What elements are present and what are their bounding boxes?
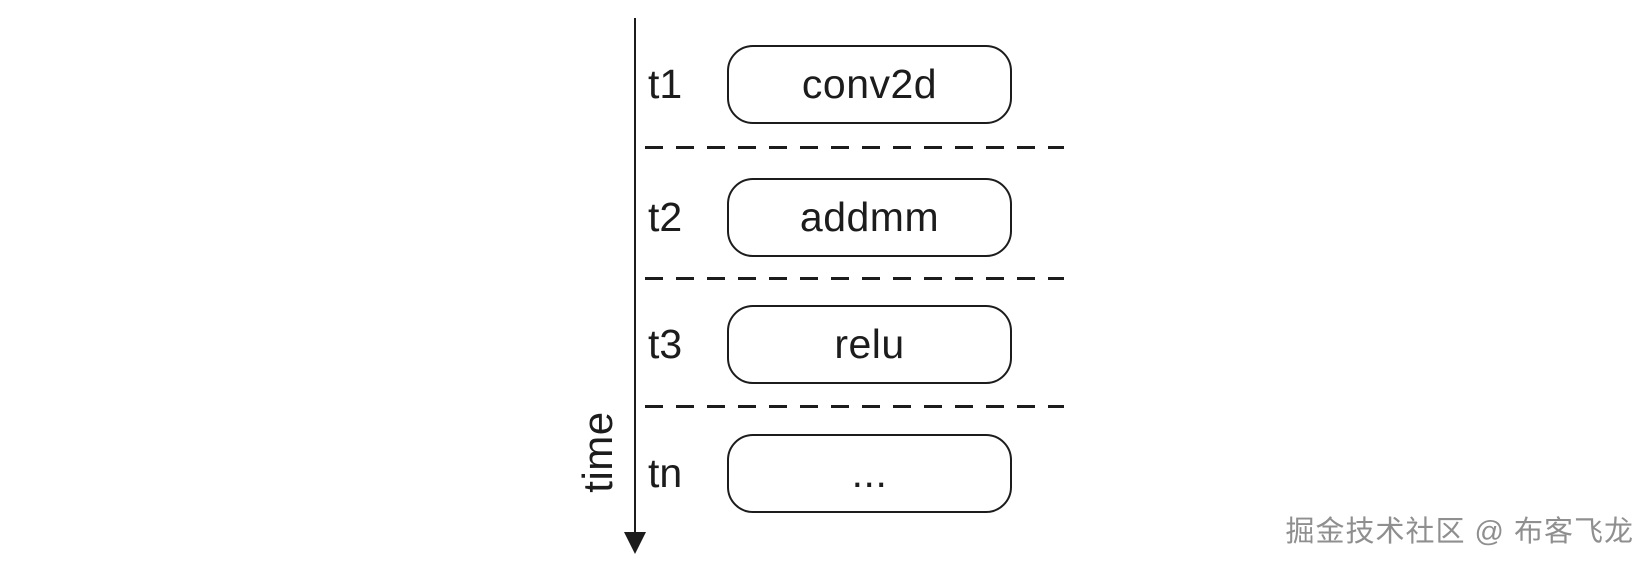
dashed-separator <box>645 277 1064 280</box>
op-box-addmm: addmm <box>727 178 1012 257</box>
op-box-label: ... <box>851 450 888 496</box>
op-box-label: conv2d <box>801 61 938 107</box>
time-axis-label: time <box>574 411 621 493</box>
dashed-separator <box>645 405 1064 408</box>
timestep-label-tn: tn <box>648 450 683 496</box>
time-axis-line <box>634 18 636 535</box>
arrow-down-icon <box>624 532 646 554</box>
op-box-label: addmm <box>799 194 940 240</box>
watermark-text: 掘金技术社区 @ 布客飞龙 <box>1285 516 1634 548</box>
op-box-label: relu <box>834 321 905 367</box>
timestep-label-t1: t1 <box>648 61 683 107</box>
timestep-label-t2: t2 <box>648 194 683 240</box>
dashed-separator <box>645 146 1064 149</box>
op-box-relu: relu <box>727 305 1012 384</box>
timestep-label-t3: t3 <box>648 321 683 367</box>
op-box-conv2d: conv2d <box>727 45 1012 124</box>
op-box-ellipsis: ... <box>727 434 1012 513</box>
